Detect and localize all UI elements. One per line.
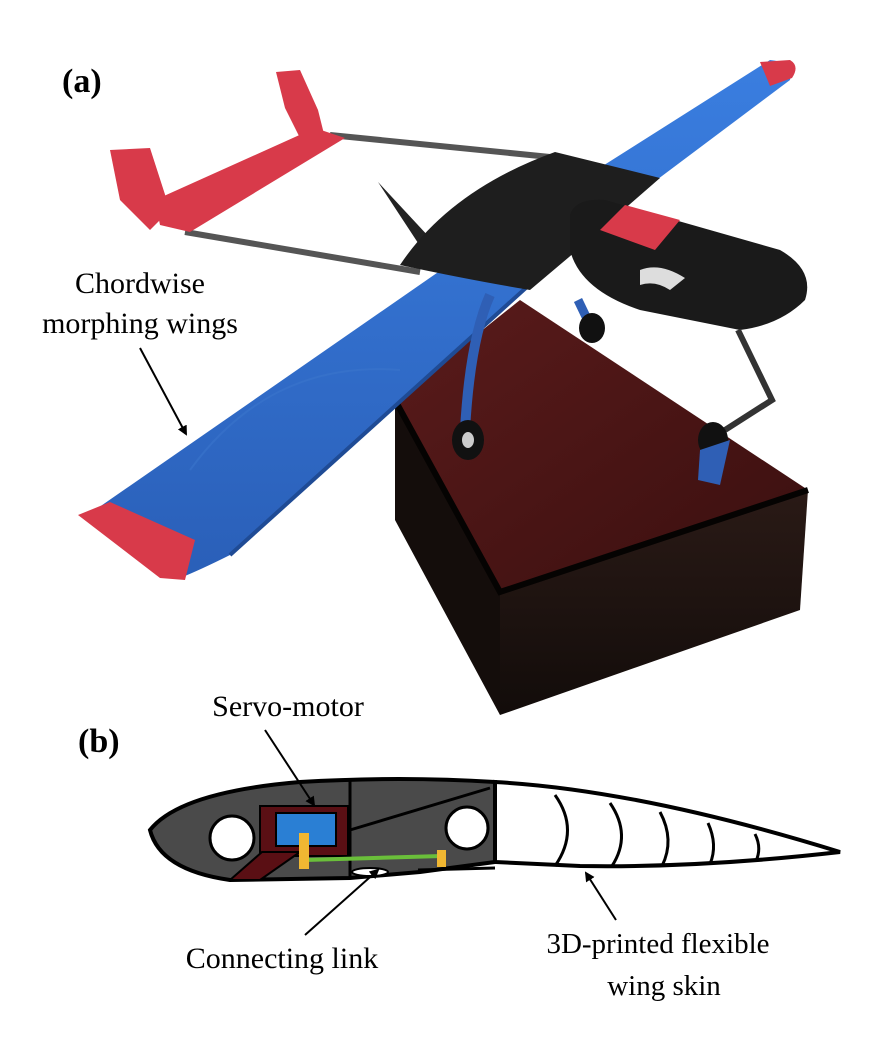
panel-b-annotations: Servo-motor Connecting link 3D-printed f… — [186, 690, 770, 1002]
nose-gear-fairing — [698, 440, 730, 485]
skin-rib-3 — [658, 811, 670, 867]
wing-tip-right — [760, 60, 796, 86]
panel-b: (b) — [78, 690, 841, 1002]
vertical-fin-right — [276, 70, 325, 138]
stand-front-face — [500, 490, 808, 715]
stand-top — [395, 300, 808, 592]
link-slot — [351, 867, 389, 877]
stand-left-face — [395, 400, 500, 715]
tail-boom-upper — [329, 132, 561, 161]
fuselage-center-section — [400, 152, 660, 290]
sliding-plate — [417, 866, 496, 872]
panel-a-label: (a) — [62, 63, 102, 100]
fuselage-bird-logo — [640, 267, 685, 290]
lightening-hole-rear — [444, 805, 490, 851]
airfoil-section — [147, 777, 841, 883]
arrow-servo-motor — [264, 729, 316, 807]
tail-booms — [184, 132, 561, 275]
lightening-hole-front — [208, 814, 256, 862]
propeller-blade — [378, 182, 430, 246]
annotation-arrow — [139, 347, 187, 436]
annotation-morphing-wings: morphing wings — [42, 307, 238, 340]
landing-gear — [452, 292, 776, 485]
skin-rib-2 — [608, 802, 623, 867]
stand-edge — [392, 398, 809, 596]
panel-b-label: (b) — [78, 723, 120, 760]
fuselage-nose-pod — [570, 199, 808, 330]
main-gear-strut — [460, 292, 495, 431]
vertical-fin-left — [110, 148, 170, 230]
skin-rib-4 — [706, 822, 715, 865]
horizontal-tail — [110, 70, 345, 232]
wing-seam — [189, 368, 401, 471]
propeller — [378, 182, 430, 246]
label-servo-motor: Servo-motor — [212, 690, 364, 723]
arrow-connecting-link — [304, 868, 380, 936]
skin-rib-5 — [753, 833, 761, 862]
diagonal-web — [349, 786, 491, 832]
connecting-link-rod — [304, 854, 443, 862]
control-horn — [437, 850, 446, 867]
fuselage — [400, 152, 808, 330]
skin-rib-1 — [553, 794, 569, 867]
tail-boom-lower — [184, 229, 421, 275]
label-flexible-skin-line2: wing skin — [607, 970, 721, 1002]
label-flexible-skin-line1: 3D-printed flexible — [546, 928, 769, 960]
wing-tip-left — [78, 502, 195, 580]
servo-horn — [299, 833, 309, 869]
label-connecting-link: Connecting link — [186, 942, 378, 975]
fuselage-red-band — [600, 205, 680, 250]
rear-gear-wheel — [579, 313, 605, 343]
main-gear-hub — [462, 432, 474, 448]
nose-gear-strut — [723, 328, 776, 433]
horizontal-stabilizer — [155, 128, 345, 232]
flexible-skin — [493, 779, 841, 869]
panel-a: (a) — [42, 60, 809, 715]
display-stand — [392, 300, 809, 715]
wing-annotation: Chordwise morphing wings — [42, 267, 238, 436]
annotation-chordwise: Chordwise — [75, 267, 205, 300]
arrow-flexible-skin — [584, 871, 617, 921]
